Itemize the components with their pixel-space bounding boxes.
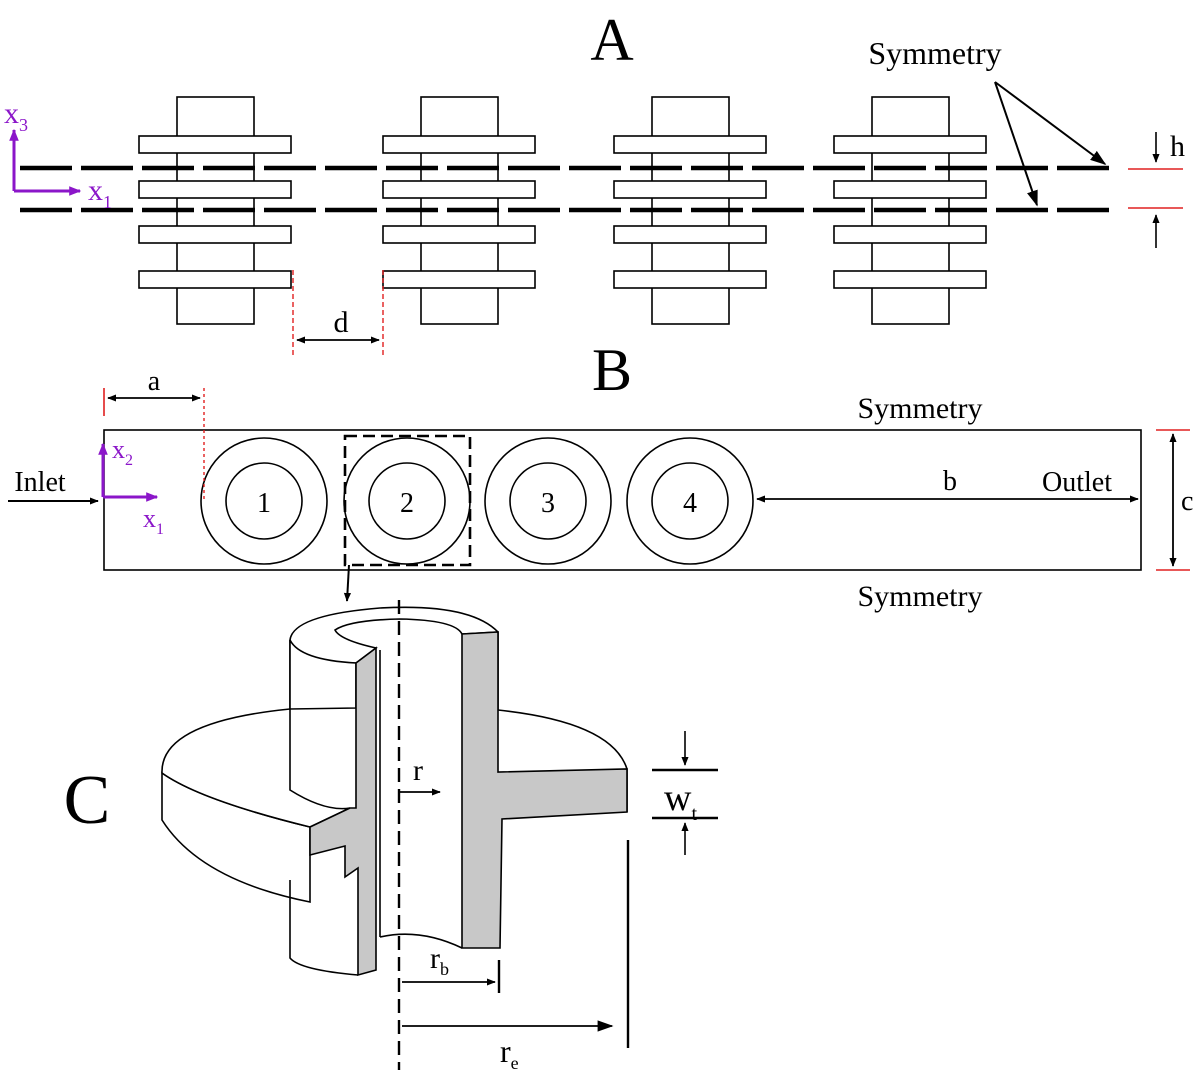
fin-disk-top bbox=[161, 708, 351, 828]
panel-b-label: B bbox=[592, 337, 632, 403]
panel-a-label: A bbox=[590, 7, 633, 73]
axis-x3-label: x3 bbox=[4, 97, 28, 135]
h-label: h bbox=[1170, 130, 1185, 163]
tube-3 bbox=[484, 437, 612, 565]
inlet-label: Inlet bbox=[14, 467, 66, 498]
c-label: c bbox=[1181, 486, 1193, 517]
symmetry-label-a: Symmetry bbox=[868, 35, 1001, 71]
panel-c-label: C bbox=[64, 762, 111, 839]
tube-1 bbox=[200, 437, 328, 565]
symmetry-pointer-top bbox=[994, 81, 1107, 165]
b-label: b bbox=[943, 466, 957, 497]
symmetry-label-b-top: Symmetry bbox=[858, 392, 983, 425]
d-label: d bbox=[334, 306, 349, 339]
symmetry-pointer-bottom bbox=[994, 81, 1038, 207]
wt-label: wt bbox=[664, 777, 697, 825]
bore-bottom-arc bbox=[379, 933, 463, 949]
detail-box bbox=[343, 434, 472, 567]
section-right bbox=[461, 631, 628, 949]
tube-upper-outer bbox=[289, 606, 499, 710]
tube-number-2: 2 bbox=[400, 488, 414, 519]
panel-b: B Symmetry Symmetry 1 2 3 4 a b Outl bbox=[8, 337, 1193, 613]
rb-label: rb bbox=[430, 942, 449, 979]
a-label: a bbox=[148, 366, 161, 397]
panel-c: C r rb re bbox=[64, 600, 718, 1073]
axis-x1-label-b: x1 bbox=[143, 504, 164, 538]
outlet-label: Outlet bbox=[1042, 467, 1112, 498]
fin-stack-2 bbox=[382, 96, 536, 325]
tube-4 bbox=[626, 437, 754, 565]
axis-x2-label: x2 bbox=[112, 435, 133, 469]
axis-x1-label-a: x1 bbox=[88, 174, 112, 212]
tube-number-3: 3 bbox=[541, 488, 555, 519]
panel-a: A bbox=[4, 7, 1185, 355]
tube-lower-outer bbox=[289, 880, 359, 976]
fin-disk-top-right bbox=[497, 709, 628, 812]
tube-number-4: 4 bbox=[683, 488, 697, 519]
symmetry-label-b-bottom: Symmetry bbox=[858, 580, 983, 613]
detail-pointer bbox=[343, 564, 352, 602]
re-label: re bbox=[500, 1033, 519, 1073]
r-label: r bbox=[413, 754, 423, 787]
section-left bbox=[309, 646, 377, 977]
tube-number-1: 1 bbox=[257, 488, 271, 519]
